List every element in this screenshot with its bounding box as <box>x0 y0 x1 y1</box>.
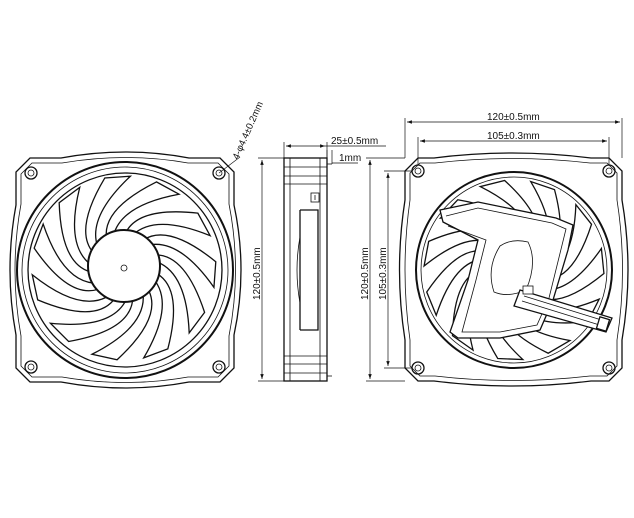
front-blade <box>58 185 91 273</box>
depth-label: 25±0.5mm <box>331 136 378 147</box>
front-blade <box>33 222 99 292</box>
back-mounting-hole <box>411 164 425 178</box>
back-cable-connector <box>595 315 611 333</box>
fan-side-view: 120±0.5mm 25±0.5mm 1mm <box>252 136 386 382</box>
front-hub <box>87 229 161 303</box>
back-frame-inner-outline <box>404 158 623 381</box>
back-shroud-ring <box>415 171 613 369</box>
side-label-box <box>310 192 320 203</box>
fan-back-view: 120±0.5mm 105±0.3mm 120±0.5mm 105±0.3mm <box>360 112 629 387</box>
back-mounting-hole <box>602 361 616 375</box>
back-shroud-inner <box>420 176 608 364</box>
front-blade <box>124 211 212 237</box>
side-frame <box>283 157 328 382</box>
front-frame-inner-outline <box>14 157 236 383</box>
front-blade <box>142 234 217 290</box>
front-blade <box>48 300 134 343</box>
front-mounting-hole <box>212 166 226 180</box>
front-blade <box>105 181 181 240</box>
front-mounting-hole <box>24 360 38 374</box>
front-blade <box>154 254 206 335</box>
front-hub-center <box>120 264 128 272</box>
front-outer-ring <box>16 161 234 379</box>
front-blades <box>31 175 217 361</box>
front-mounting-hole <box>212 360 226 374</box>
front-ring-inner <box>21 166 229 374</box>
side-height-label: 120±0.5mm <box>252 247 263 300</box>
back-mounting-hole <box>602 164 616 178</box>
front-frame-outline <box>9 151 242 389</box>
front-blade <box>90 290 153 361</box>
overall-width-label: 120±0.5mm <box>487 112 540 123</box>
lip-label: 1mm <box>339 153 361 164</box>
side-hub <box>299 209 319 331</box>
horizontal-pitch-label: 105±0.3mm <box>487 131 540 142</box>
front-blade <box>85 175 133 254</box>
back-mounting-hole <box>411 361 425 375</box>
front-blade-shroud <box>27 172 223 368</box>
back-frame-outline <box>398 152 629 387</box>
fan-front-view: 4-φ4.4±0.2mm <box>9 100 266 389</box>
front-blade <box>31 273 115 313</box>
front-blade <box>142 272 175 360</box>
back-height-label: 120±0.5mm <box>360 247 371 300</box>
front-mounting-hole <box>24 166 38 180</box>
hole-spec-label: 4-φ4.4±0.2mm <box>231 100 266 161</box>
vertical-pitch-label: 105±0.3mm <box>378 247 389 300</box>
